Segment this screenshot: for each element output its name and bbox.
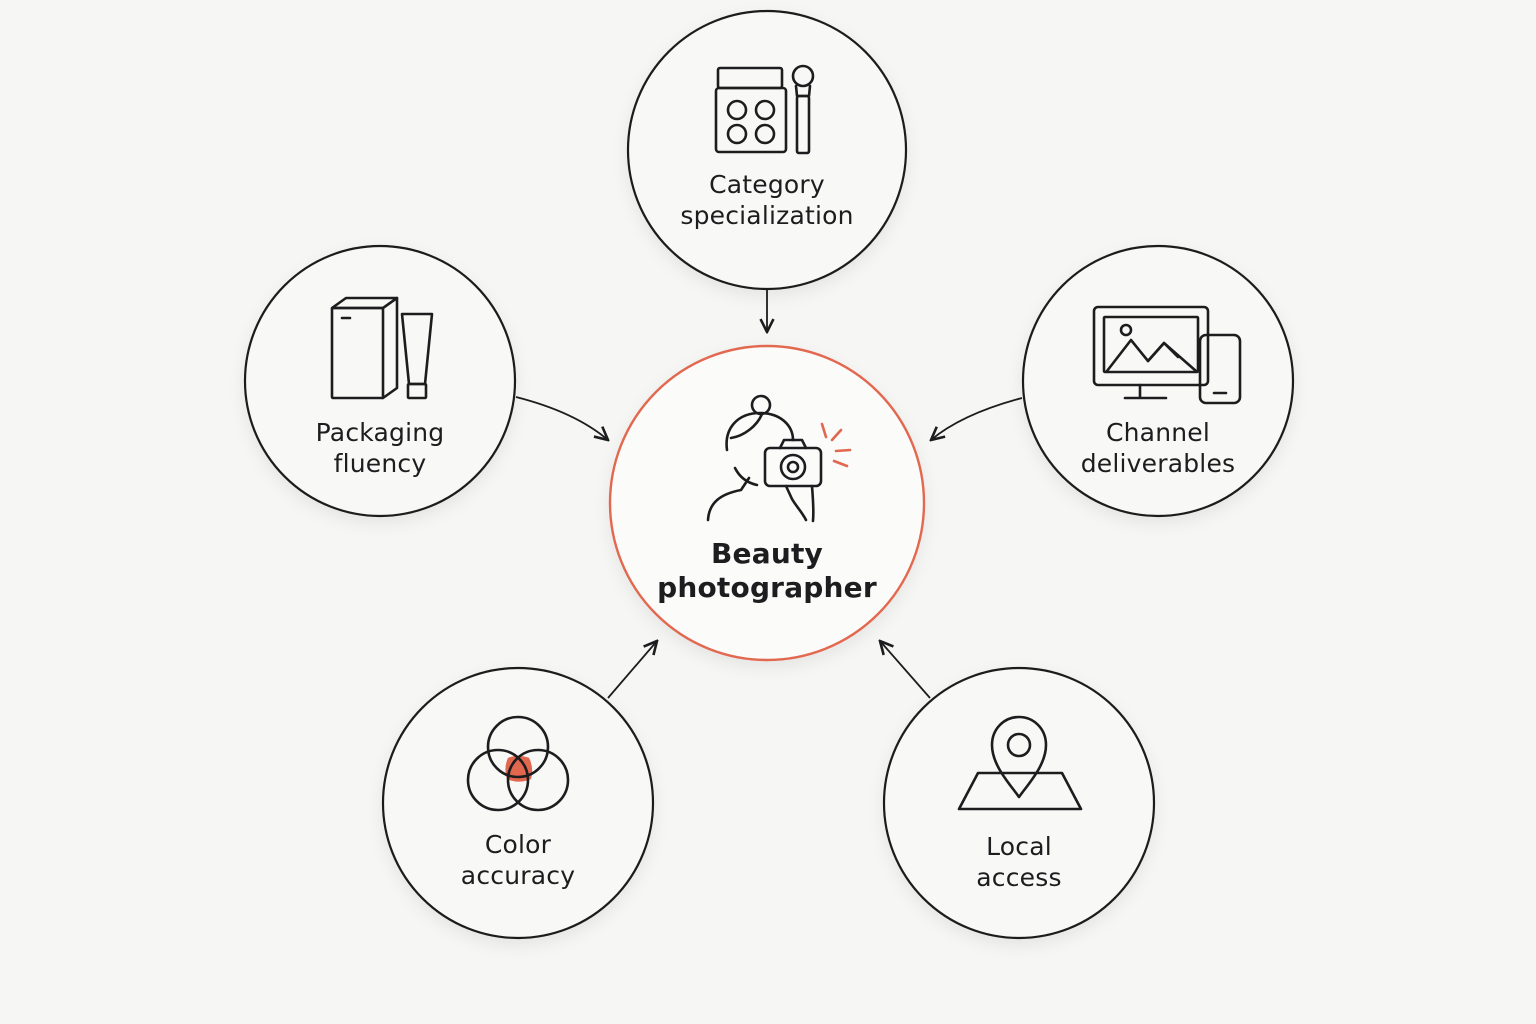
node-color-label: Color accuracy [368,829,668,891]
node-category-label-line2: specialization [680,201,854,230]
center-label: Beauty photographer [617,537,917,605]
connectors [515,289,1023,699]
node-packaging-label-line2: fluency [333,449,427,478]
node-packaging-label: Packaging fluency [230,417,530,479]
photographer-camera-icon [706,394,852,523]
monitor-and-phone-icon [1092,305,1242,405]
makeup-palette-brush-icon [714,64,815,155]
node-category-label: Category specialization [617,169,917,231]
node-local-label-line1: Local [986,832,1052,861]
node-color-label-line1: Color [484,830,552,859]
node-channel-circle [1021,244,1295,518]
center-label-line1: Beauty [711,537,823,570]
node-packaging-circle [243,244,517,518]
connector-local-to-center [880,641,931,699]
node-color-label-line2: accuracy [460,861,576,890]
node-local-label: Local access [869,831,1169,893]
node-packaging-label-line1: Packaging [315,418,445,447]
connector-color-to-center [607,641,657,699]
connector-channel-to-center [931,397,1023,440]
node-channel-label-line1: Channel [1105,418,1211,447]
node-channel-label: Channel deliverables [1008,417,1308,479]
node-category-circle [626,9,908,291]
node-local-circle [882,666,1156,940]
node-category-label-line1: Category [709,170,825,199]
node-channel-label-line2: deliverables [1080,449,1236,478]
node-local-label-line2: access [976,863,1062,892]
box-and-tube-icon [330,296,434,400]
venn-color-circles-icon [466,715,570,812]
center-circle [608,344,926,662]
center-label-line2: photographer [657,571,877,604]
map-pin-icon [957,715,1083,811]
connector-packaging-to-center [515,396,608,440]
